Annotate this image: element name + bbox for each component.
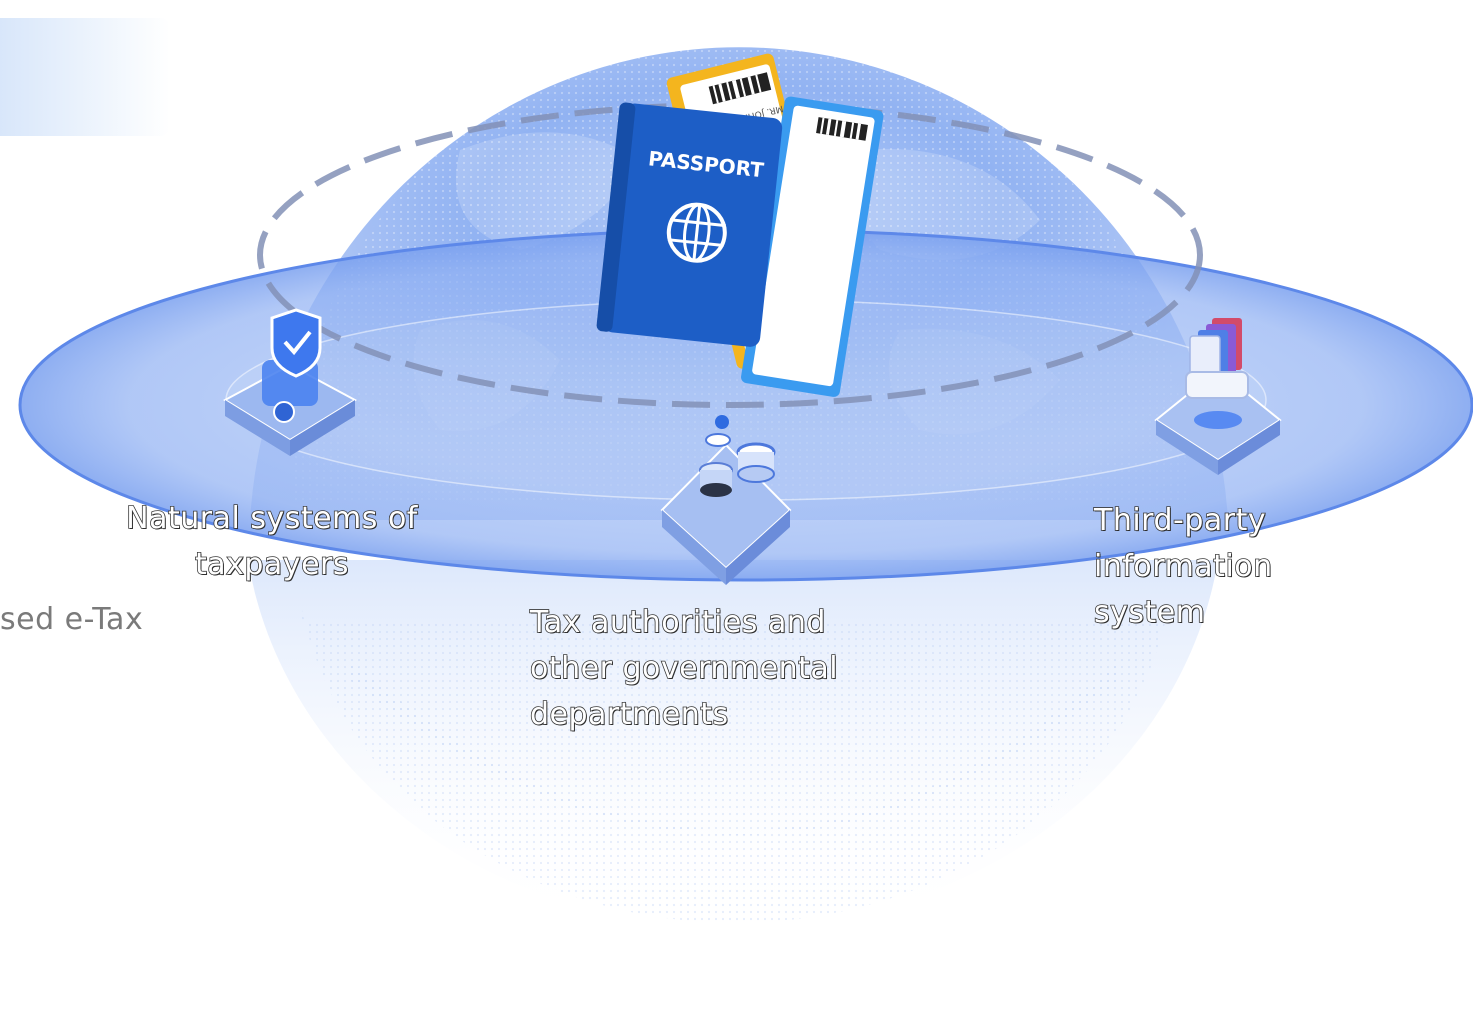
label-line: Third-party	[1093, 502, 1267, 539]
label-line: information	[1093, 548, 1273, 585]
shield-security-icon	[222, 308, 358, 456]
label-natural-systems: Natural systems of taxpayers	[82, 496, 462, 588]
database-cylinders-icon	[660, 415, 792, 585]
passport-tickets-icon: MR. JOHN SMITH PASSPORT	[596, 53, 884, 397]
label-line: departments	[529, 696, 729, 733]
dashed-orbit	[257, 102, 1203, 408]
label-line: Tax authorities and	[529, 604, 826, 641]
label-line: Natural systems of	[125, 500, 418, 537]
label-third-party: Third-party information system	[1093, 498, 1273, 636]
label-line: taxpayers	[194, 546, 349, 583]
label-line: system	[1093, 594, 1206, 631]
label-tax-authorities: Tax authorities and other governmental d…	[529, 600, 839, 738]
document-stack-icon	[1154, 318, 1282, 475]
side-panel	[0, 18, 170, 136]
clipped-caption: sed e-Tax	[0, 602, 144, 637]
label-line: other governmental	[529, 650, 839, 687]
